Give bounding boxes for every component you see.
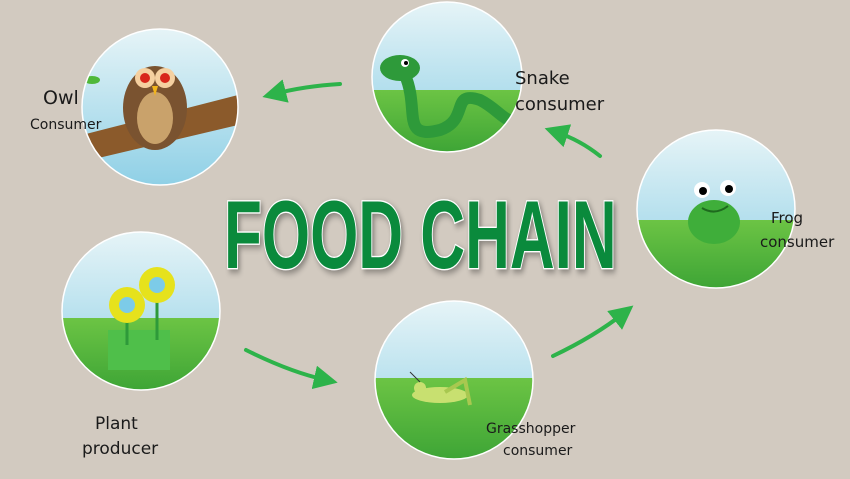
arrow-plant-to-grasshopper: [244, 348, 338, 390]
snake-role-label: consumer: [515, 94, 605, 115]
frog-role-label: consumer: [760, 233, 835, 251]
grasshopper-name-label: Grasshopper: [486, 421, 576, 437]
frog-name-label: Frog: [771, 209, 803, 227]
page-title: FOOD CHAIN: [224, 182, 617, 289]
frog-icon: [688, 200, 740, 244]
snake-name-label: Snake: [515, 68, 570, 89]
owl-node: [81, 28, 239, 186]
grasshopper-icon: [412, 387, 468, 403]
owl-role-label: Consumer: [30, 117, 102, 133]
arrow-grasshopper-to-frog: [551, 305, 634, 358]
snake-node: [371, 1, 523, 153]
snake-icon: [399, 69, 522, 138]
plant-role-label: producer: [82, 439, 158, 459]
plant-name-label: Plant: [95, 414, 138, 434]
arrow-frog-to-snake: [544, 124, 602, 158]
plant-node: [61, 231, 221, 391]
owl-name-label: Owl: [43, 87, 79, 109]
grasshopper-node: [374, 300, 534, 460]
arrow-snake-to-owl: [262, 79, 342, 103]
flower-icon: [109, 267, 175, 323]
grasshopper-role-label: consumer: [503, 443, 573, 459]
